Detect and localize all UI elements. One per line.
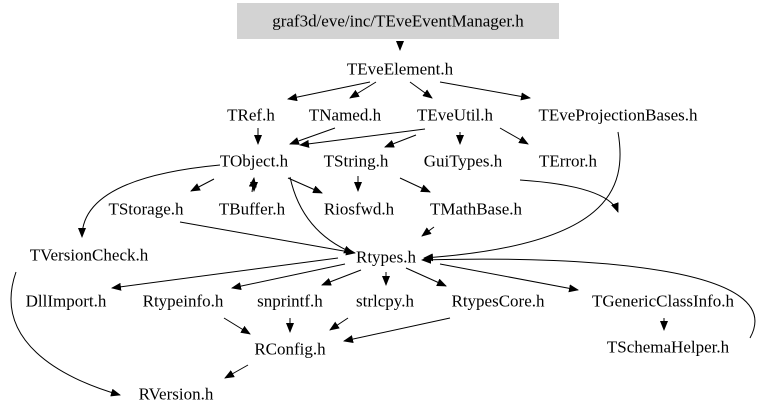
- node-tstorage[interactable]: TStorage.h: [108, 200, 184, 219]
- edge-teveutil-to-tstring: [384, 134, 417, 148]
- edge-teveprojectionbases-to-rtypes: [423, 131, 621, 262]
- node-label-terror: TError.h: [539, 152, 598, 171]
- node-snprintf[interactable]: snprintf.h: [257, 292, 323, 311]
- node-rconfig[interactable]: RConfig.h: [254, 340, 326, 359]
- node-tversioncheck[interactable]: TVersionCheck.h: [30, 246, 149, 265]
- node-label-rconfig: RConfig.h: [254, 340, 326, 359]
- node-label-tref: TRef.h: [227, 106, 275, 125]
- node-label-strlcpy: strlcpy.h: [356, 292, 414, 311]
- node-dllimport[interactable]: DllImport.h: [26, 292, 107, 311]
- edge-guitypes-to-rtypes: [519, 179, 619, 213]
- node-label-guitypes: GuiTypes.h: [424, 152, 503, 171]
- node-label-rtypes: Rtypes.h: [356, 248, 416, 267]
- edge-tbuffer-to-tobject: [248, 177, 257, 193]
- node-label-tversioncheck: TVersionCheck.h: [30, 246, 149, 265]
- node-label-teveprojectionbases: TEveProjectionBases.h: [538, 106, 698, 125]
- edge-strlcpy-to-rconfig: [329, 317, 349, 331]
- node-label-dllimport: DllImport.h: [26, 292, 107, 311]
- node-terror[interactable]: TError.h: [539, 152, 598, 171]
- nodes-layer: graf3d/eve/inc/TEveEventManager.hTEveEle…: [26, 3, 735, 404]
- edge-rtypes-to-snprintf: [321, 269, 362, 286]
- node-teveprojectionbases[interactable]: TEveProjectionBases.h: [538, 106, 698, 125]
- edge-rtypeinfo-to-rconfig: [223, 317, 251, 335]
- node-label-tobject: TObject.h: [220, 152, 289, 171]
- edge-teveutil-to-tobject: [299, 128, 426, 148]
- node-tobject[interactable]: TObject.h: [220, 152, 289, 171]
- edge-rtypes-to-tgenericclassinfo: [439, 263, 579, 293]
- edge-tobject-to-riosfwd: [287, 177, 323, 194]
- node-label-tnamed: TNamed.h: [309, 106, 382, 125]
- edge-teveelement-to-tnamed: [349, 81, 377, 99]
- node-rtypes[interactable]: Rtypes.h: [356, 248, 416, 267]
- edge-teveelement-to-tref: [287, 81, 371, 102]
- node-tref[interactable]: TRef.h: [227, 106, 275, 125]
- node-tschemahelper[interactable]: TSchemaHelper.h: [607, 338, 730, 357]
- node-label-rtypeinfo: Rtypeinfo.h: [143, 292, 224, 311]
- edge-rtypescore-to-rconfig: [343, 317, 451, 344]
- node-tnamed[interactable]: TNamed.h: [309, 106, 382, 125]
- edge-rtypes-to-rtypeinfo: [231, 263, 346, 291]
- node-label-tmathbase: TMathBase.h: [430, 200, 523, 219]
- node-teveutil[interactable]: TEveUtil.h: [417, 106, 494, 125]
- edge-teveutil-to-terror: [499, 127, 529, 145]
- edge-tobject-to-tversioncheck: [78, 164, 221, 238]
- node-riosfwd[interactable]: Riosfwd.h: [324, 200, 395, 219]
- node-label-tstring: TString.h: [324, 152, 389, 171]
- node-label-teveelement: TEveElement.h: [347, 60, 454, 79]
- edge-tmathbase-to-rtypes: [421, 226, 435, 237]
- root-node-box: [237, 3, 559, 39]
- node-strlcpy[interactable]: strlcpy.h: [356, 292, 414, 311]
- edge-rconfig-to-rversion: [224, 364, 249, 379]
- node-label-root: graf3d/eve/inc/TEveEventManager.h: [272, 12, 524, 31]
- node-root[interactable]: graf3d/eve/inc/TEveEventManager.h: [237, 3, 559, 39]
- node-tstring[interactable]: TString.h: [324, 152, 389, 171]
- edge-tobject-to-tstorage: [190, 178, 215, 192]
- node-label-rversion: RVersion.h: [139, 385, 214, 404]
- node-rtypescore[interactable]: RtypesCore.h: [451, 292, 545, 311]
- edge-tstring-to-tmathbase: [399, 177, 431, 193]
- edge-tschemahelper-to-rtypes: [421, 255, 756, 339]
- edge-rtypes-to-rtypescore: [405, 267, 447, 287]
- edge-rtypes-to-dllimport: [111, 257, 339, 291]
- node-tmathbase[interactable]: TMathBase.h: [430, 200, 523, 219]
- edge-tversioncheck-to-rversion: [10, 271, 121, 397]
- node-label-teveutil: TEveUtil.h: [417, 106, 494, 125]
- node-tbuffer[interactable]: TBuffer.h: [219, 200, 286, 219]
- node-tgenericclassinfo[interactable]: TGenericClassInfo.h: [592, 292, 735, 311]
- node-label-tbuffer: TBuffer.h: [219, 200, 286, 219]
- node-label-rtypescore: RtypesCore.h: [451, 292, 545, 311]
- node-label-riosfwd: Riosfwd.h: [324, 200, 395, 219]
- edges-layer: [10, 41, 756, 397]
- node-guitypes[interactable]: GuiTypes.h: [424, 152, 503, 171]
- edge-teveelement-to-teveprojectionbases: [439, 81, 531, 101]
- edge-tstorage-to-rtypes: [179, 221, 356, 256]
- edge-tnamed-to-tobject: [289, 127, 336, 145]
- node-label-snprintf: snprintf.h: [257, 292, 323, 311]
- node-label-tschemahelper: TSchemaHelper.h: [607, 338, 730, 357]
- node-rversion[interactable]: RVersion.h: [139, 385, 214, 404]
- edge-tobject-to-rtypes: [289, 176, 354, 254]
- edge-teveelement-to-teveutil: [409, 81, 433, 99]
- node-label-tgenericclassinfo: TGenericClassInfo.h: [592, 292, 735, 311]
- node-label-tstorage: TStorage.h: [108, 200, 184, 219]
- node-rtypeinfo[interactable]: Rtypeinfo.h: [143, 292, 224, 311]
- node-teveelement[interactable]: TEveElement.h: [347, 60, 454, 79]
